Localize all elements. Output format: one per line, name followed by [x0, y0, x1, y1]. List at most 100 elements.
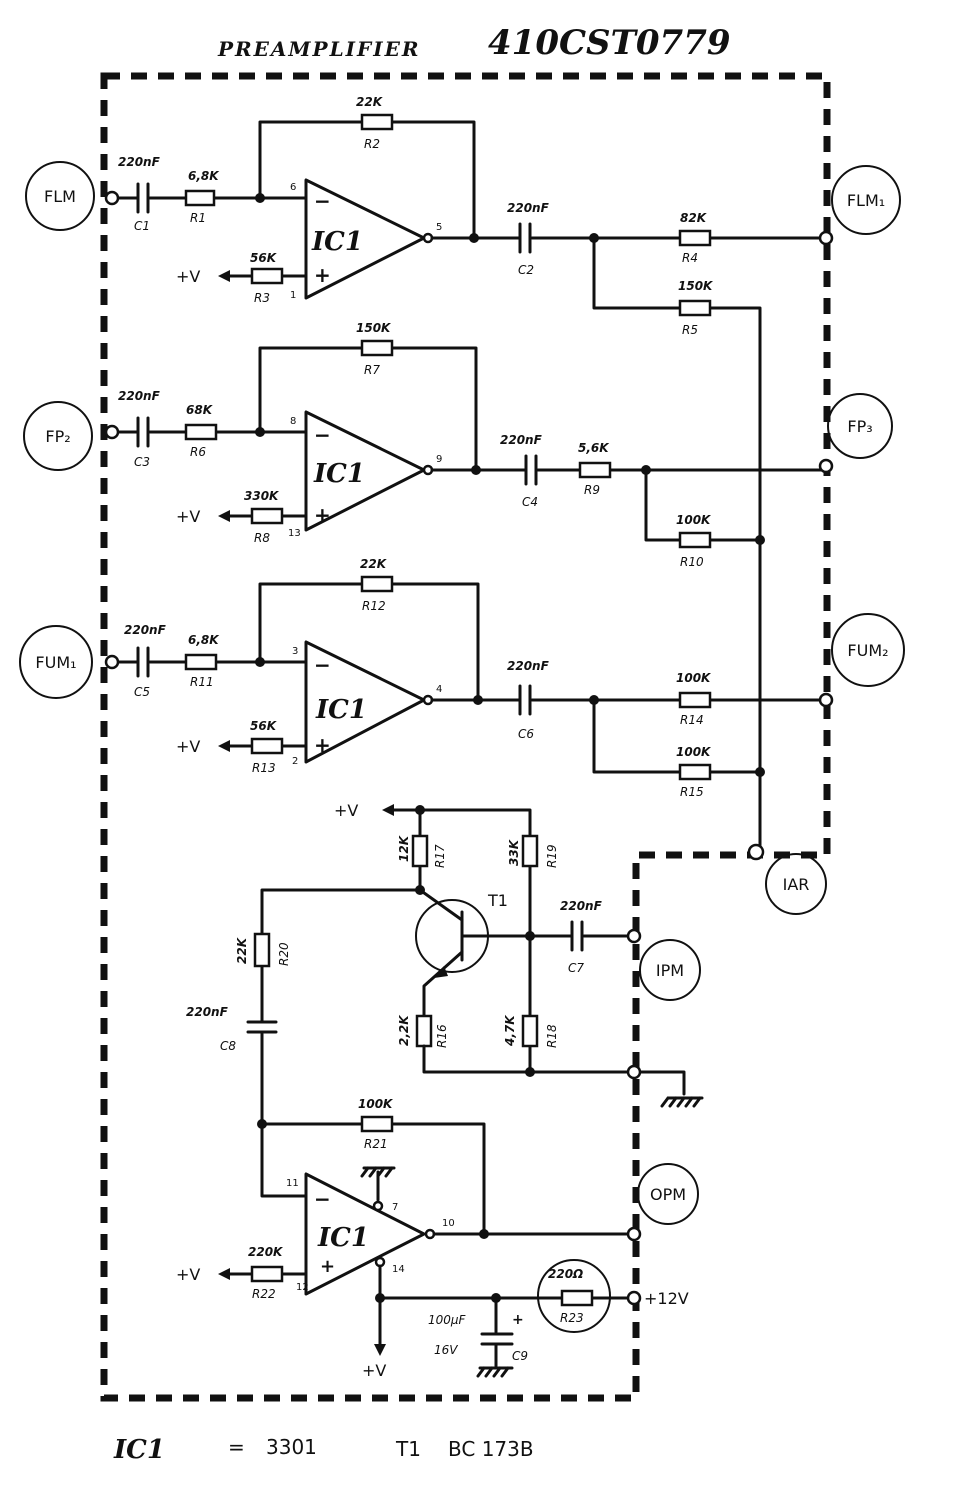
svg-text:10: 10 [442, 1218, 455, 1229]
pin-12v[interactable] [626, 1290, 642, 1306]
svg-text:6,8K: 6,8K [188, 633, 220, 647]
pin-fp2[interactable] [104, 424, 120, 440]
capacitor-c4 [524, 454, 538, 486]
svg-text:R18: R18 [545, 1024, 559, 1048]
svg-text:R4: R4 [682, 251, 698, 265]
svg-text:1: 1 [290, 290, 296, 301]
footer-t-part: BC 173B [448, 1437, 534, 1461]
svg-text:+: + [320, 1256, 335, 1277]
svg-text:R11: R11 [190, 675, 214, 689]
svg-text:220K: 220K [248, 1245, 284, 1259]
svg-text:IC1: IC1 [317, 1223, 369, 1253]
plus-12v-label: +12V [644, 1289, 689, 1308]
capacitor-c2 [518, 222, 532, 254]
resistor-r10 [678, 531, 712, 549]
svg-text:100µF: 100µF [428, 1313, 467, 1327]
svg-text:13: 13 [288, 528, 301, 539]
svg-text:C6: C6 [518, 727, 534, 741]
svg-text:R21: R21 [364, 1137, 388, 1151]
svg-text:56K: 56K [250, 719, 278, 733]
svg-text:7: 7 [392, 1202, 398, 1213]
resistor-r2 [360, 113, 394, 131]
svg-text:22K: 22K [360, 557, 388, 571]
svg-text:4,7K: 4,7K [503, 1014, 517, 1047]
svg-text:220nF: 220nF [560, 899, 603, 913]
opamp-3 [304, 640, 426, 764]
connector-fp2: FP₂ [45, 427, 70, 446]
pin-flm[interactable] [104, 190, 120, 206]
capacitor-c1 [136, 182, 150, 214]
pin-fum2[interactable] [818, 692, 834, 708]
svg-text:11: 11 [286, 1178, 299, 1189]
resistor-r14 [678, 691, 712, 709]
svg-text:16V: 16V [434, 1343, 458, 1357]
resistor-r18 [521, 1014, 539, 1048]
stage-2: − + IC1 8 13 9 220nF C3 68K R6 150K R7 3… [104, 321, 834, 569]
svg-text:220nF: 220nF [507, 201, 550, 215]
svg-text:C4: C4 [522, 495, 538, 509]
svg-text:9: 9 [436, 454, 442, 465]
footer-ic-part: 3301 [266, 1435, 317, 1459]
resistor-r7 [360, 339, 394, 357]
schematic-code: 410CST0779 [488, 23, 731, 63]
svg-text:100K: 100K [358, 1097, 394, 1111]
resistor-r23 [560, 1289, 594, 1307]
resistor-r12 [360, 575, 394, 593]
resistor-r3 [250, 267, 284, 285]
transistor-stage: +V 12K R17 33K R19 T1 220nF C7 22K R20 2… [186, 801, 704, 1126]
r23-highlight-circle [537, 1259, 611, 1333]
svg-text:22K: 22K [356, 95, 384, 109]
connector-opm: OPM [650, 1185, 686, 1204]
pin-gnd[interactable] [626, 1064, 642, 1080]
connector-labels: FLM FLM₁ FP₂ FP₃ FUM₁ FUM₂ IAR IPM OPM [19, 161, 905, 1225]
svg-text:2,2K: 2,2K [397, 1014, 411, 1046]
svg-text:5: 5 [436, 222, 442, 233]
svg-text:4: 4 [436, 684, 442, 695]
svg-text:R12: R12 [362, 599, 386, 613]
svg-text:33K: 33K [507, 838, 521, 866]
capacitor-c6 [518, 684, 532, 716]
svg-text:14: 14 [392, 1264, 405, 1275]
pin-opm[interactable] [626, 1226, 642, 1242]
svg-text:R23: R23 [560, 1311, 584, 1325]
pin-fum1[interactable] [104, 654, 120, 670]
schematic-title: PREAMPLIFIER [217, 37, 420, 61]
svg-text:R17: R17 [433, 844, 447, 868]
svg-text:C1: C1 [134, 219, 150, 233]
resistor-r16 [415, 1014, 433, 1048]
resistor-r13 [250, 737, 284, 755]
svg-text:R6: R6 [190, 445, 206, 459]
pin-ipm[interactable] [626, 928, 642, 944]
svg-text:R20: R20 [277, 942, 291, 966]
ground-symbol [634, 1070, 704, 1108]
svg-text:+V: +V [176, 737, 200, 756]
svg-text:R5: R5 [682, 323, 698, 337]
resistor-r8 [250, 507, 284, 525]
svg-text:C3: C3 [134, 455, 150, 469]
svg-text:5,6K: 5,6K [578, 441, 610, 455]
svg-text:220nF: 220nF [500, 433, 543, 447]
svg-text:R2: R2 [364, 137, 380, 151]
svg-text:R22: R22 [252, 1287, 276, 1301]
stage-3: − + IC1 3 2 4 220nF C5 6,8K R11 22K R12 … [104, 557, 834, 861]
svg-text:R3: R3 [254, 291, 270, 305]
svg-text:C5: C5 [134, 685, 150, 699]
pin-fp3[interactable] [818, 458, 834, 474]
pin-flm1[interactable] [818, 230, 834, 246]
svg-text:+: + [314, 503, 331, 527]
footer-t-ref: T1 [395, 1437, 421, 1461]
svg-text:+V: +V [176, 267, 200, 286]
pin-iar[interactable] [747, 843, 765, 861]
footer-ic: IC1 [113, 1435, 165, 1465]
resistor-r20 [253, 932, 271, 968]
svg-text:3: 3 [292, 646, 298, 657]
svg-text:C7: C7 [568, 961, 584, 975]
connector-iar: IAR [783, 875, 810, 894]
svg-text:R7: R7 [364, 363, 380, 377]
svg-text:IC1: IC1 [313, 459, 365, 489]
svg-text:C8: C8 [220, 1039, 236, 1053]
resistor-r17 [411, 834, 429, 868]
svg-text:6: 6 [290, 182, 296, 193]
opamp-ground [360, 1166, 396, 1202]
svg-text:220nF: 220nF [507, 659, 550, 673]
